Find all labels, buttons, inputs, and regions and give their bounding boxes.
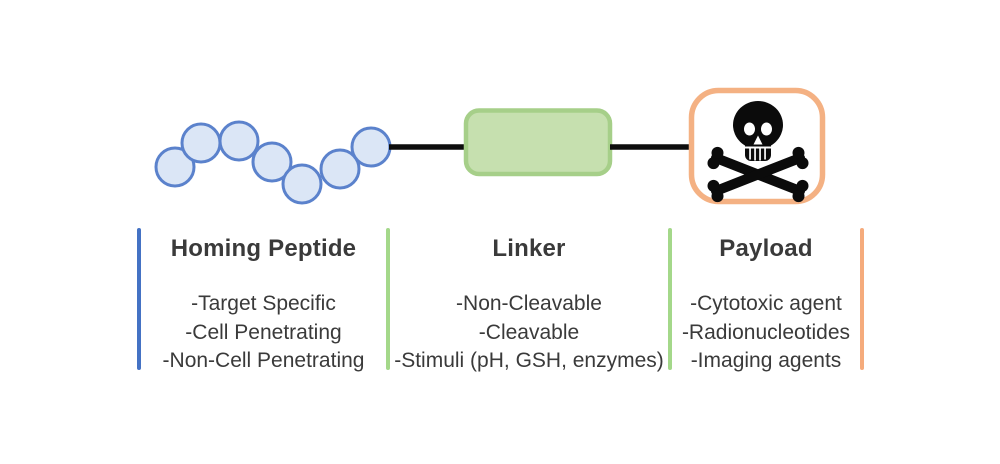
payload-column: Payload -Cytotoxic agent -Radionucleotid… [672,228,860,372]
column-title: Homing Peptide [170,235,357,262]
peptide-bead [350,126,392,168]
list-item: -Cleavable [478,320,580,344]
list-item: -Target Specific [191,292,336,315]
legend-band: Homing Peptide -Target Specific -Cell Pe… [137,228,864,372]
linker-accent-bar-left [386,228,390,370]
list-item: -Non-Cleavable [456,292,602,315]
column-item-list: -Cytotoxic agent -Radionucleotides -Imag… [682,290,850,376]
linker-box [463,108,613,177]
skull-crossbones-icon [707,101,809,203]
peptide-bead [319,148,361,190]
peptide-bead [281,163,323,205]
column-item-list: -Non-Cleavable -Cleavable -Stimuli (pH, … [394,290,664,376]
column-item-list: -Target Specific -Cell Penetrating -Non-… [163,290,365,376]
payload-accent-bar-left [668,228,672,370]
list-item: -Stimuli (pH, GSH, enzymes) [394,349,664,372]
linker-column: Linker -Non-Cleavable -Cleavable -Stimul… [390,228,668,372]
list-item: -Non-Cell Penetrating [162,349,365,372]
homing-peptide-accent-bar [137,228,141,370]
column-title: Payload [719,235,813,262]
list-item: -Cytotoxic agent [690,292,842,315]
peptide-bead [251,141,293,183]
column-title: Linker [492,235,566,262]
list-item: -Cell Penetrating [185,320,342,344]
peptide-bead [154,146,196,188]
list-item: -Radionucleotides [681,320,851,344]
homing-peptide-column: Homing Peptide -Target Specific -Cell Pe… [141,228,386,372]
peptide-bead [180,122,222,164]
homing-peptide-chain [154,120,392,205]
conjugate-schematic [154,87,826,205]
list-item: -Imaging agents [690,349,842,372]
payload-accent-bar-right [860,228,864,370]
peptide-bead [218,120,260,162]
